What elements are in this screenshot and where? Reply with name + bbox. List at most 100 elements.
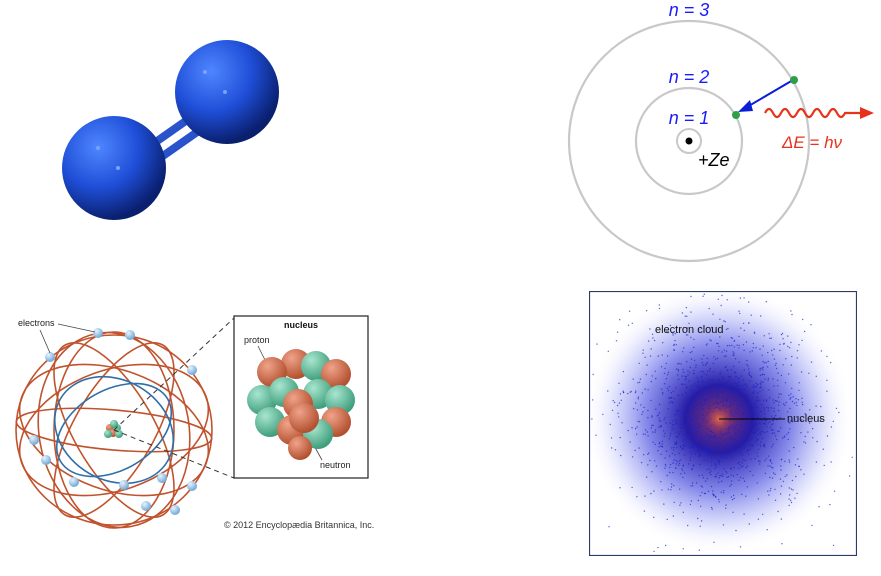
cloud-dot	[699, 426, 701, 428]
cloud-dot	[682, 476, 684, 479]
cloud-dot	[764, 420, 767, 422]
cloud-dot	[705, 449, 707, 451]
cloud-dot	[809, 415, 811, 417]
cloud-dot	[764, 419, 766, 421]
cloud-dot	[689, 437, 691, 439]
cloud-dot	[730, 403, 733, 405]
cloud-dot	[715, 438, 717, 440]
cloud-dot	[804, 435, 806, 438]
orbit-n2	[634, 86, 744, 196]
cloud-dot	[753, 331, 756, 333]
cloud-dot	[757, 498, 760, 500]
cloud-dot	[745, 431, 747, 433]
cloud-dot	[692, 485, 694, 487]
cloud-dot	[666, 387, 668, 389]
cloud-dot	[772, 423, 774, 425]
cloud-dot	[685, 445, 687, 447]
cloud-dot	[732, 494, 735, 497]
cloud-dot	[675, 431, 678, 433]
cloud-dot	[673, 501, 675, 504]
cloud-dot	[682, 548, 684, 550]
cloud-dot	[748, 322, 750, 324]
cloud-dot	[718, 384, 720, 386]
cloud-dot	[714, 434, 716, 437]
cloud-dot	[764, 459, 766, 462]
cloud-dot	[734, 426, 736, 429]
britannica-atom-panel: electrons nucleus proton neutron	[0, 300, 400, 550]
cloud-dot	[725, 350, 728, 352]
cloud-dot	[697, 448, 699, 450]
cloud-dot	[651, 415, 653, 417]
cloud-dot	[690, 358, 693, 360]
cloud-dot	[655, 465, 658, 467]
cloud-dot	[682, 404, 685, 407]
cloud-dot	[717, 385, 719, 387]
cloud-dot	[785, 401, 787, 404]
cloud-dot	[722, 384, 724, 387]
cloud-dot	[724, 366, 727, 369]
cloud-dot	[731, 498, 734, 501]
cloud-dot	[676, 461, 679, 463]
cloud-dot	[657, 546, 659, 549]
cloud-dot	[718, 477, 721, 479]
cloud-dot	[689, 423, 692, 425]
cloud-dot	[715, 474, 717, 476]
cloud-dot	[736, 384, 738, 387]
cloud-dot	[707, 440, 709, 442]
cloud-dot	[790, 488, 793, 490]
cloud-dot	[711, 508, 713, 510]
cloud-dot	[678, 433, 680, 435]
cloud-dot	[774, 414, 777, 417]
cloud-dot	[757, 455, 759, 457]
cloud-dot	[742, 322, 745, 325]
cloud-dot	[692, 447, 694, 449]
cloud-dot	[706, 357, 708, 360]
cloud-dot	[689, 459, 692, 462]
cloud-dot	[700, 396, 703, 398]
cloud-dot	[755, 430, 757, 433]
cloud-dot	[743, 480, 746, 482]
cloud-dot	[642, 433, 644, 435]
cloud-dot	[743, 413, 745, 416]
cloud-dot	[638, 362, 640, 365]
cloud-dot	[709, 453, 711, 455]
label-n2: n = 2	[669, 67, 710, 87]
cloud-dot	[808, 372, 810, 374]
cloud-dot	[792, 396, 794, 398]
cloud-dot	[780, 427, 782, 429]
cloud-dot	[718, 461, 720, 463]
cloud-dot	[750, 375, 752, 378]
cloud-dot	[679, 424, 682, 426]
cloud-dot	[672, 515, 675, 517]
cloud-dot	[743, 369, 745, 371]
cloud-dot	[675, 467, 677, 469]
cloud-dot	[749, 351, 751, 353]
cloud-dot	[709, 339, 711, 341]
cloud-dot	[757, 518, 760, 520]
cloud-dot	[705, 344, 708, 346]
cloud-dot	[720, 391, 722, 393]
cloud-dot	[676, 410, 678, 412]
cloud-dot	[732, 511, 734, 513]
cloud-dot	[784, 460, 786, 463]
cloud-dot	[724, 446, 726, 449]
cloud-dot	[631, 486, 633, 489]
cloud-dot	[690, 485, 692, 487]
cloud-dot	[690, 407, 692, 409]
cloud-dot	[710, 326, 713, 329]
cloud-dot	[675, 419, 677, 421]
cloud-dot	[727, 397, 729, 400]
cloud-dot	[763, 409, 765, 411]
cloud-dot	[675, 441, 678, 443]
label-electron-cloud: electron cloud	[655, 324, 724, 336]
cloud-dot	[830, 361, 832, 364]
cloud-dot	[701, 375, 703, 377]
cloud-dot	[611, 447, 613, 449]
cloud-dot	[717, 342, 719, 345]
cloud-dot	[722, 434, 724, 436]
cloud-dot	[718, 498, 720, 501]
cloud-dot	[739, 443, 741, 445]
label-proton: proton	[244, 335, 270, 345]
cloud-dot	[704, 443, 707, 445]
cloud-dot	[723, 468, 725, 470]
